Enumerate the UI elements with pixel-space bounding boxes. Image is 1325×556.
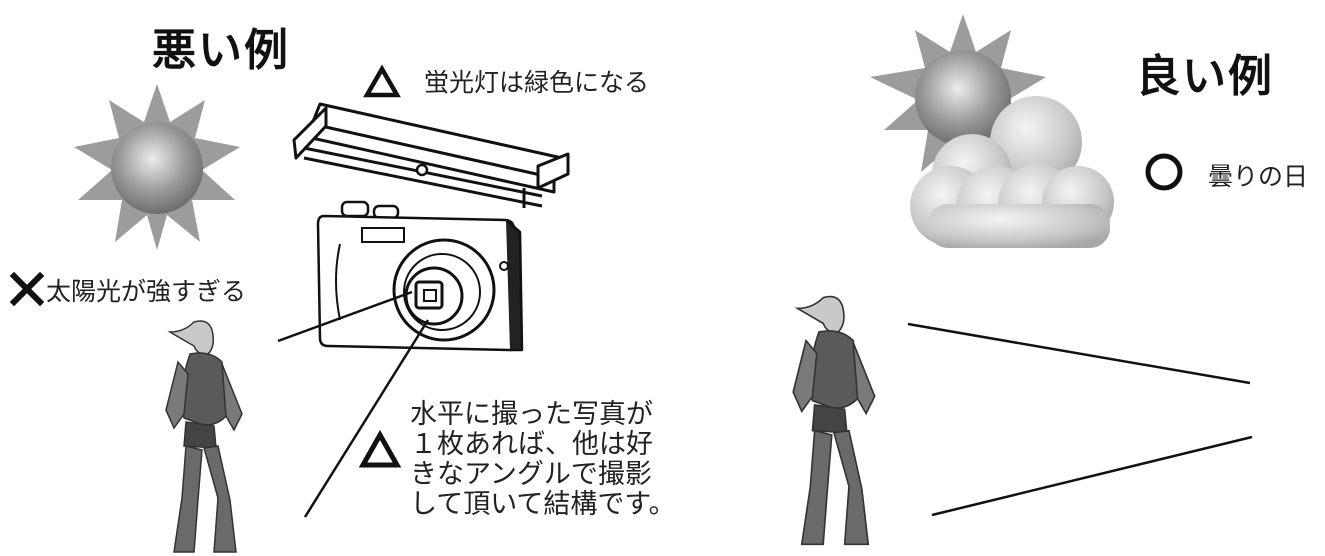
angle-note-line-2: １枚あれば、他は好 bbox=[410, 429, 653, 460]
fluorescent-label: 蛍光灯は緑色になる bbox=[424, 68, 650, 97]
sun-behind-clouds-icon bbox=[870, 14, 1114, 248]
bad-example-title: 悪い例 bbox=[152, 25, 290, 76]
triangle-mark-icon bbox=[358, 429, 402, 472]
character-figure-icon bbox=[792, 295, 876, 546]
sunlight-label: 太陽光が強すぎる bbox=[46, 277, 247, 306]
cross-mark-icon bbox=[9, 271, 45, 310]
good-example-title: 良い例 bbox=[1136, 51, 1274, 102]
angle-note-line-1: 水平に撮った写真が bbox=[410, 399, 653, 430]
camera-icon bbox=[316, 200, 524, 352]
angle-note-line-3: きなアングルで撮影 bbox=[410, 459, 652, 490]
angle-note: 水平に撮った写真が １枚あれば、他は好 きなアングルで撮影 して頂いて結構です。 bbox=[410, 400, 676, 520]
fluorescent-lamp-icon bbox=[292, 102, 570, 208]
character-figure-icon bbox=[165, 320, 243, 553]
angle-note-line-4: して頂いて結構です。 bbox=[410, 489, 676, 520]
sun-icon bbox=[74, 84, 240, 250]
cloudy-label: 曇りの日 bbox=[1208, 162, 1309, 191]
triangle-mark-icon bbox=[363, 64, 401, 102]
circle-mark-icon bbox=[1144, 152, 1184, 196]
